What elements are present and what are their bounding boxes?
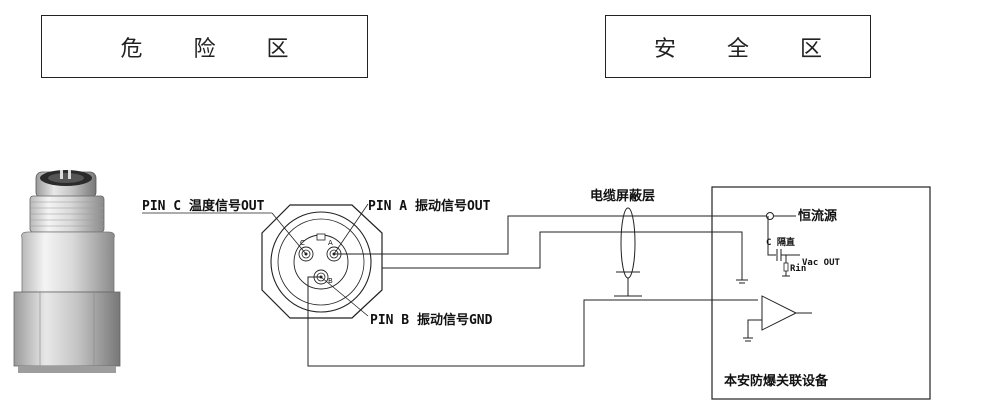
sensor-illustration — [13, 170, 121, 373]
wire-pin-a — [334, 215, 768, 255]
rin-label: Rin — [790, 263, 806, 274]
pin-c-label: PIN C 温度信号OUT — [142, 198, 265, 214]
equipment-label: 本安防爆关联设备 — [724, 373, 829, 389]
pin-b-leader — [320, 276, 369, 317]
associated-equipment: 恒流源 C 隔直 Vac OUT Rin 本安防爆关联设备 — [711, 186, 931, 400]
signal-wires — [307, 215, 768, 367]
safe-zone-box: 安 全 区 — [605, 15, 871, 78]
wire-pin-c — [382, 231, 743, 280]
connector-face: C A B — [261, 204, 383, 319]
cable-shield-label: 电缆屏蔽层 — [590, 188, 655, 204]
safe-zone-title: 安 全 区 — [654, 36, 844, 62]
cable-shield: 电缆屏蔽层 — [590, 188, 655, 297]
hazardous-zone-title: 危 险 区 — [120, 36, 311, 62]
pin-a-leader — [333, 203, 369, 255]
pin-c-letter: C — [300, 239, 305, 247]
wire-pin-b — [307, 276, 758, 367]
pin-b-letter: B — [328, 277, 333, 285]
hazardous-zone-box: 危 险 区 — [41, 15, 368, 78]
pin-a-label: PIN A 振动信号OUT — [368, 198, 491, 214]
pin-b-label: PIN B 振动信号GND — [370, 312, 493, 328]
pin-c-leader — [271, 212, 307, 255]
constant-current-label: 恒流源 — [798, 208, 837, 224]
vac-out-label: Vac OUT — [802, 258, 841, 268]
c-isolation-label: C 隔直 — [766, 236, 795, 248]
pin-a-letter: A — [328, 239, 333, 247]
